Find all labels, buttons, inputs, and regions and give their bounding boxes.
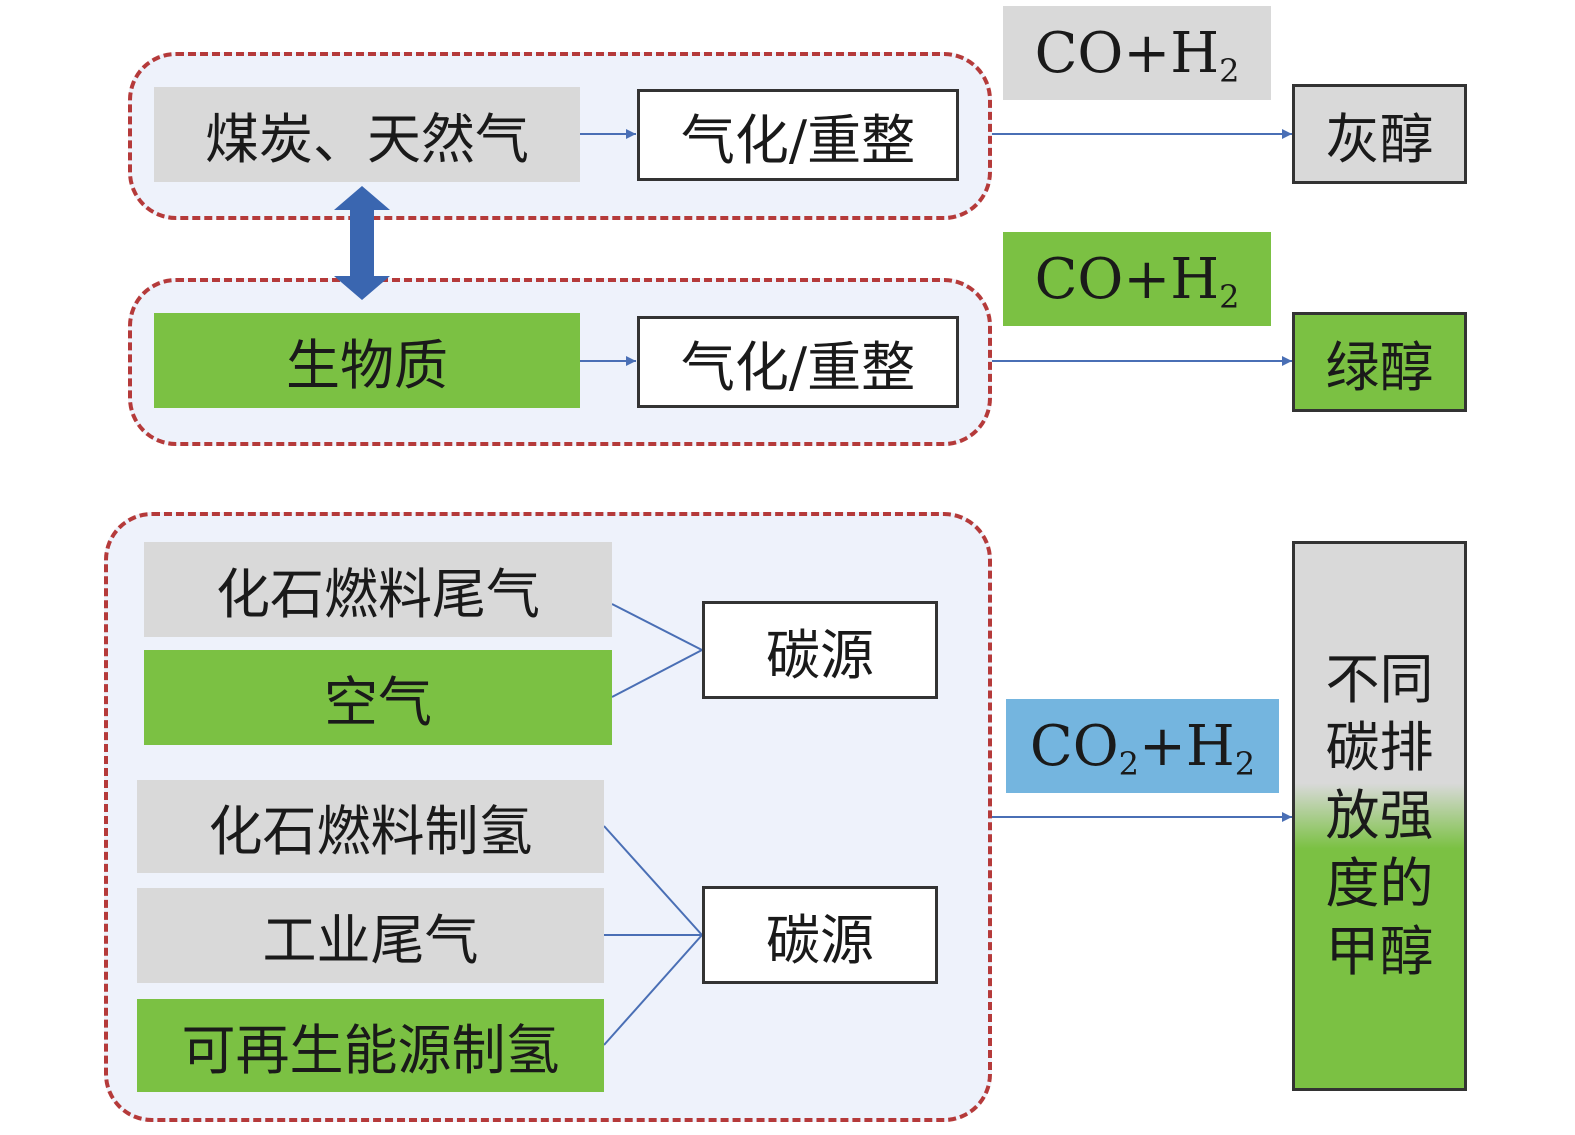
gas-sub: 2: [1219, 52, 1240, 90]
input-fossil-hydrogen: 化石燃料制氢: [137, 780, 604, 873]
gas-main: CO+H: [1034, 20, 1220, 86]
gas-part2: +H: [1139, 713, 1235, 779]
product-line: 碳排: [1325, 716, 1434, 779]
product-line: 放强: [1325, 784, 1434, 847]
product-line: 不同: [1325, 648, 1434, 711]
carbon-source-2: 碳源: [702, 886, 938, 984]
gas-sub1: 2: [1118, 745, 1139, 783]
input-air: 空气: [144, 650, 612, 745]
input-industrial-tail-gas: 工业尾气: [137, 888, 604, 983]
gas-part1: CO: [1029, 713, 1119, 779]
gas-sub: 2: [1219, 278, 1240, 316]
product-methanol-carbon-intensity: 不同 碳排 放强 度的 甲醇: [1292, 541, 1467, 1091]
input-renewable-hydrogen: 可再生能源制氢: [137, 999, 604, 1092]
gas-main: CO+H: [1034, 246, 1220, 312]
product-line: 度的: [1325, 852, 1434, 915]
process-gasification-middle: 气化/重整: [637, 316, 959, 408]
process-gasification-top: 气化/重整: [637, 89, 959, 181]
input-flue-gas: 化石燃料尾气: [144, 542, 612, 637]
carbon-source-1: 碳源: [702, 601, 938, 699]
source-biomass: 生物质: [154, 313, 580, 408]
source-coal-gas: 煤炭、天然气: [154, 87, 580, 182]
product-line: 甲醇: [1325, 920, 1434, 983]
product-green-methanol: 绿醇: [1292, 312, 1467, 412]
gas-sub2: 2: [1234, 745, 1256, 783]
product-gray-methanol: 灰醇: [1292, 84, 1467, 184]
